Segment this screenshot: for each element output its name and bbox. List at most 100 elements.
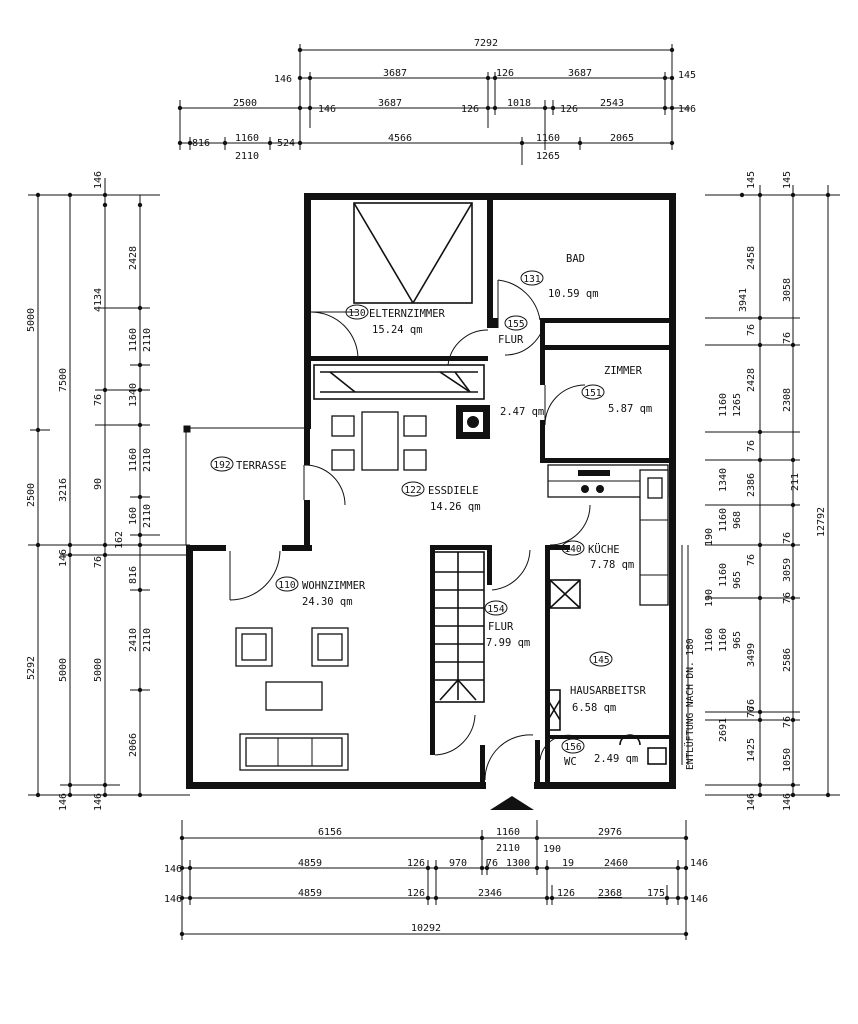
dim-label: 76 <box>93 556 104 568</box>
dim-label: 4134 <box>93 288 104 312</box>
terrace-outline <box>183 425 304 545</box>
dim-label: 1160 <box>128 328 139 352</box>
dim-label: 3058 <box>782 278 793 302</box>
dim-label: 146 <box>746 793 757 811</box>
room-number: 145 <box>592 655 609 666</box>
dim-label: 146 <box>164 894 182 905</box>
dim-label: 160 <box>128 507 139 525</box>
dim-label: 126 <box>407 888 425 899</box>
dim-label: 7500 <box>58 368 69 392</box>
dim-label: 1160 <box>718 393 729 417</box>
room-number: 122 <box>404 485 421 496</box>
dim-label: 76 <box>782 716 793 728</box>
dim-label: 146 <box>678 104 696 115</box>
dim-label: 146 <box>93 171 104 189</box>
room-name: WC <box>564 756 577 768</box>
dim-label: 5000 <box>26 308 37 332</box>
dim-label: 2065 <box>610 133 634 144</box>
sofa <box>239 733 349 771</box>
room-number: 131 <box>523 274 540 285</box>
dim-label: 76 <box>746 324 757 336</box>
dim-label: 5292 <box>26 656 37 680</box>
dim-label: 1265 <box>536 151 560 162</box>
room-essdiele: 122 ESSDIELE 14.26 qm <box>401 481 481 513</box>
dim-label: 1160 <box>704 628 715 652</box>
dim-label: 2586 <box>782 648 793 672</box>
dim-label: 76 <box>486 858 498 869</box>
room-bad: BAD 131 10.59 qm <box>520 253 599 300</box>
room-area: 6.58 qm <box>572 702 616 714</box>
dimension-lines-left <box>28 178 190 796</box>
dimension-labels-top: 7292 146 3687 126 3687 145 2500 146 3687… <box>192 38 696 162</box>
dim-label: 146 <box>274 74 292 85</box>
dim-label: 2543 <box>600 98 624 109</box>
dim-label: 4859 <box>298 888 322 899</box>
dim-label: 4859 <box>298 858 322 869</box>
dim-label: 970 <box>449 858 467 869</box>
dim-label: 2308 <box>782 388 793 412</box>
staircase <box>431 551 485 703</box>
ventilation-duct <box>681 545 689 765</box>
dim-label: 968 <box>732 511 743 529</box>
dim-label: 145 <box>782 171 793 189</box>
coffee-table <box>265 681 323 711</box>
room-number: 151 <box>584 388 601 399</box>
dim-label: 146 <box>58 793 69 811</box>
dimension-lines-bottom <box>181 820 687 940</box>
room-name: WOHNZIMMER <box>302 580 366 592</box>
dim-label: 2066 <box>128 733 139 757</box>
dim-label: 816 <box>192 138 210 149</box>
dimension-ticks-right <box>739 192 831 798</box>
dim-label: 146 <box>782 793 793 811</box>
dim-label: 146 <box>58 549 69 567</box>
dim-label: 2500 <box>233 98 257 109</box>
dim-label: 3499 <box>746 643 757 667</box>
dim-label: 3687 <box>378 98 402 109</box>
room-number: 130 <box>348 308 365 319</box>
room-name: HAUSARBEITSR <box>570 685 647 697</box>
dim-label: 90 <box>93 478 104 490</box>
dim-top-total: 7292 <box>474 38 498 49</box>
dim-label: 76 <box>93 394 104 406</box>
room-number: 192 <box>213 460 230 471</box>
dim-label: 1160 <box>536 133 560 144</box>
dim-label: 2500 <box>26 483 37 507</box>
dimension-labels-bottom: 6156 1160 2110 2976 146 4859 126 970 76 … <box>164 827 708 934</box>
dim-label: 2428 <box>746 368 757 392</box>
dining-table <box>331 411 427 471</box>
dim-label: 2346 <box>478 888 502 899</box>
dim-label: 76 <box>746 440 757 452</box>
armchair-left <box>235 627 273 667</box>
dim-label: 1425 <box>746 738 757 762</box>
dim-label: 190 <box>543 844 561 855</box>
dim-label: 1340 <box>718 468 729 492</box>
dimension-labels-right: 145 2458 76 2428 1265 76 1340 190 968 76… <box>704 171 827 811</box>
room-area: 7.99 qm <box>486 637 530 649</box>
dim-label: 2460 <box>604 858 628 869</box>
room-hausarbeitsraum: 145 HAUSARBEITSR 6.58 qm <box>570 651 647 714</box>
room-flur: 154 FLUR 7.99 qm <box>484 600 530 649</box>
dim-label: 3687 <box>568 68 592 79</box>
dim-label: 2691 <box>718 718 729 742</box>
room-flur-top: 155 FLUR 2.47 qm <box>498 315 544 418</box>
dim-label: 146 <box>690 894 708 905</box>
ventilation-label: ENTLÜFTUNG NACH DN. 180 <box>685 638 696 770</box>
dim-label: 2428 <box>128 246 139 270</box>
room-number: 156 <box>564 742 581 753</box>
dim-label: 126 <box>560 104 578 115</box>
room-area: 7.78 qm <box>590 559 634 571</box>
dim-label: 1050 <box>782 748 793 772</box>
dim-label: 2110 <box>235 151 259 162</box>
room-number: 110 <box>278 580 295 591</box>
dim-label: 126 <box>461 104 479 115</box>
room-area: 2.47 qm <box>500 406 544 418</box>
dim-label: 4566 <box>388 133 412 144</box>
dim-label: 190 <box>704 528 715 546</box>
room-elternzimmer: 130 ELTERNZIMMER 15.24 qm <box>345 304 446 336</box>
dim-label: 162 <box>114 531 125 549</box>
dim-label: 1265 <box>732 393 743 417</box>
dim-label: 146 <box>93 793 104 811</box>
dim-label: 1340 <box>128 383 139 407</box>
stove-chimney <box>456 405 490 439</box>
